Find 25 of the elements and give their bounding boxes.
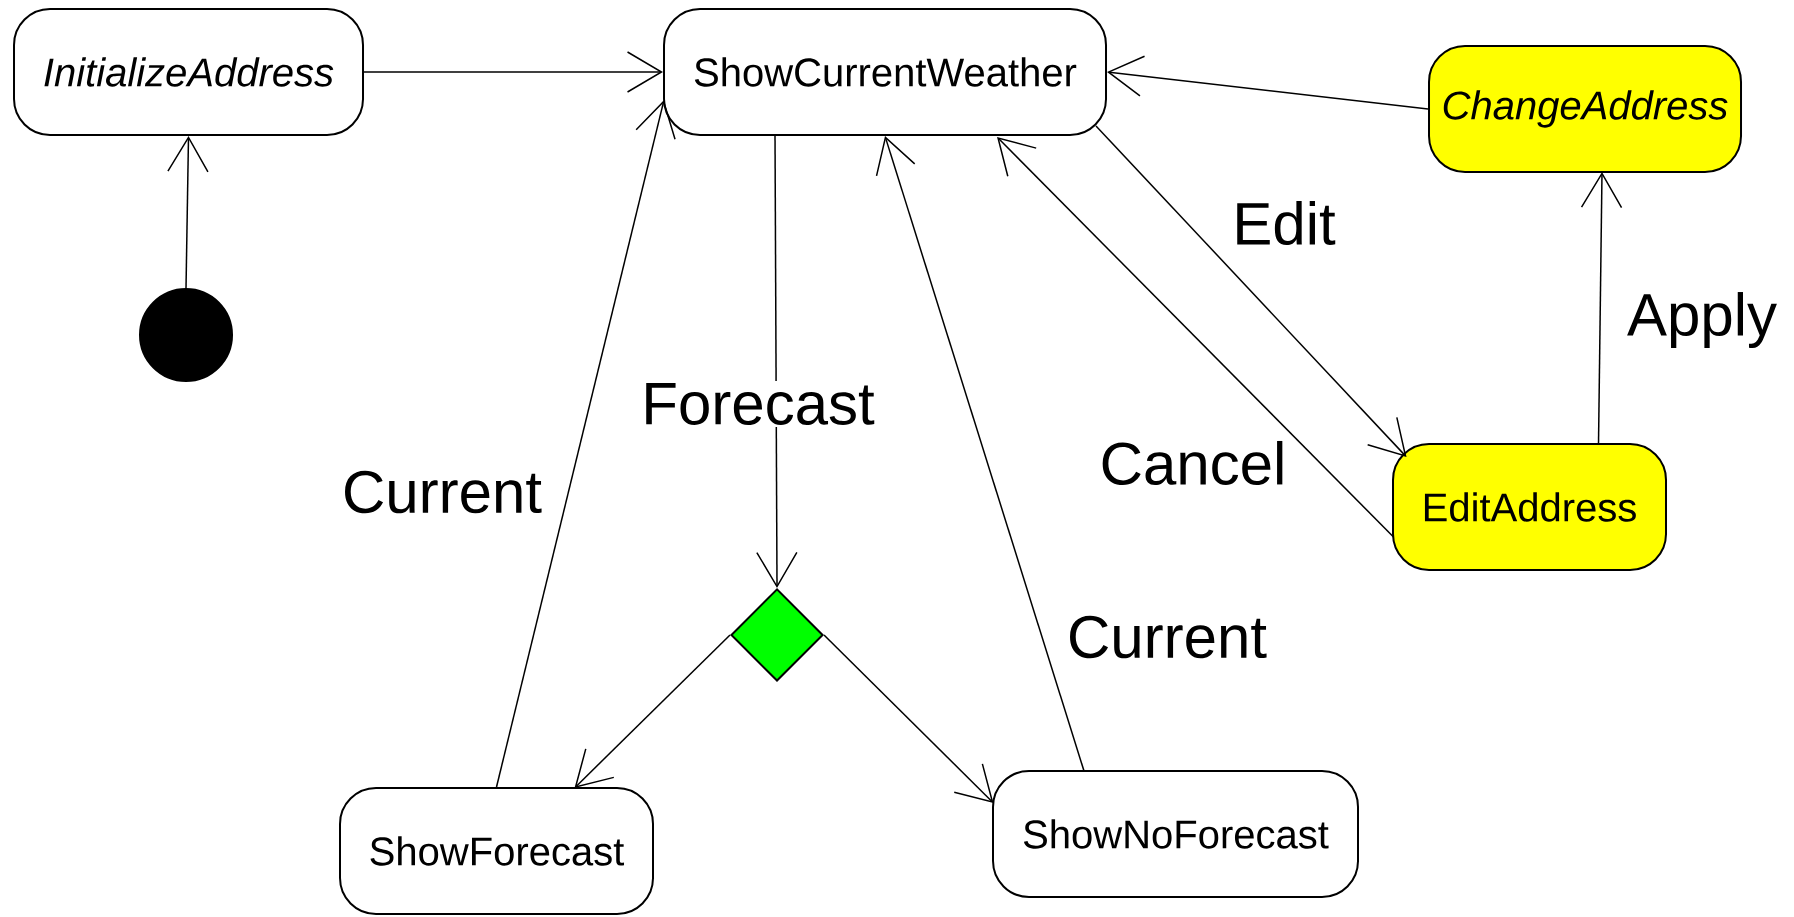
transition-arrow bbox=[1095, 125, 1407, 457]
transition-label: Forecast bbox=[639, 381, 877, 427]
transition-label: Cancel bbox=[1097, 438, 1289, 488]
state-box: ShowNoForecast bbox=[992, 770, 1359, 898]
transition-arrow bbox=[997, 137, 1395, 538]
state-box: ChangeAddress bbox=[1428, 45, 1742, 173]
transition-arrow bbox=[495, 100, 676, 788]
transition-arrow bbox=[1580, 172, 1623, 445]
transition-label: Current bbox=[340, 468, 545, 516]
transition-arrow bbox=[1107, 55, 1429, 110]
transition-arrow bbox=[167, 136, 209, 289]
transition-label: Edit bbox=[1230, 198, 1338, 248]
transition-label: Apply bbox=[1624, 290, 1780, 350]
state-box: InitializeAddress bbox=[13, 8, 364, 136]
state-box: ShowCurrentWeather bbox=[663, 8, 1107, 136]
initial-state-dot bbox=[139, 288, 233, 382]
transition-arrow bbox=[574, 634, 731, 788]
state-box: ShowForecast bbox=[339, 787, 654, 915]
transition-arrow bbox=[823, 634, 994, 803]
transition-arrow bbox=[363, 51, 663, 93]
transition-label: Current bbox=[1065, 613, 1270, 661]
state-box: EditAddress bbox=[1392, 443, 1667, 571]
decision-diamond bbox=[730, 588, 824, 682]
transition-arrow bbox=[875, 136, 1085, 772]
transition-arrow bbox=[756, 134, 798, 588]
